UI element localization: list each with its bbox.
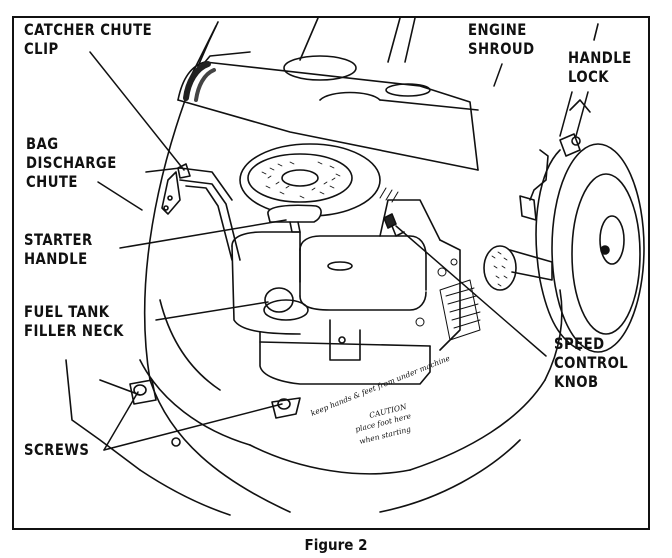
bag-discharge-chute-shape — [65, 21, 291, 516]
cylinder-fins — [415, 258, 481, 341]
fuel-tank-filler-neck-shape — [263, 287, 309, 321]
catcher-chute-clip-shape — [161, 163, 241, 261]
label-bag-discharge-chute: BAG DISCHARGE CHUTE — [26, 134, 117, 191]
leader-lines — [89, 51, 589, 451]
label-screws: SCREWS — [24, 440, 90, 459]
label-engine-shroud: ENGINE SHROUD — [468, 20, 535, 58]
leader-handle-lock-1 — [559, 91, 573, 137]
leader-screws-2 — [103, 403, 283, 451]
leader-screws-1 — [103, 391, 139, 451]
label-speed-control-knob: SPEED CONTROL KNOB — [554, 334, 629, 391]
leader-starter-handle — [119, 219, 287, 249]
label-catcher-chute-clip: CATCHER CHUTE CLIP — [24, 20, 153, 58]
leader-speed-control-knob — [395, 225, 547, 357]
figure-caption: Figure 2 — [304, 536, 368, 554]
leader-handle-lock-2 — [575, 91, 589, 137]
muffler — [483, 245, 553, 291]
handle-lock-shape — [519, 133, 581, 221]
leader-fuel-tank-filler-neck — [155, 301, 269, 321]
starter-handle-shape — [267, 204, 322, 233]
mower-handle — [189, 17, 599, 113]
figure-frame — [12, 16, 650, 530]
engine-shroud-shape — [177, 51, 479, 171]
leader-bag-discharge-chute — [97, 181, 143, 211]
leader-catcher-chute-clip — [89, 51, 185, 171]
rear-wheel — [535, 143, 645, 353]
label-fuel-tank-filler-neck: FUEL TANK FILLER NECK — [24, 302, 124, 340]
engine-block — [231, 199, 461, 385]
deck-decal: keep hands & feet from under machine CAU… — [309, 353, 451, 446]
leader-engine-shroud — [493, 63, 503, 87]
speed-control-knob-shape — [379, 187, 405, 237]
label-starter-handle: STARTER HANDLE — [24, 230, 93, 268]
label-handle-lock: HANDLE LOCK — [568, 48, 632, 86]
deck-screws — [129, 379, 301, 447]
mower-deck — [139, 289, 563, 513]
